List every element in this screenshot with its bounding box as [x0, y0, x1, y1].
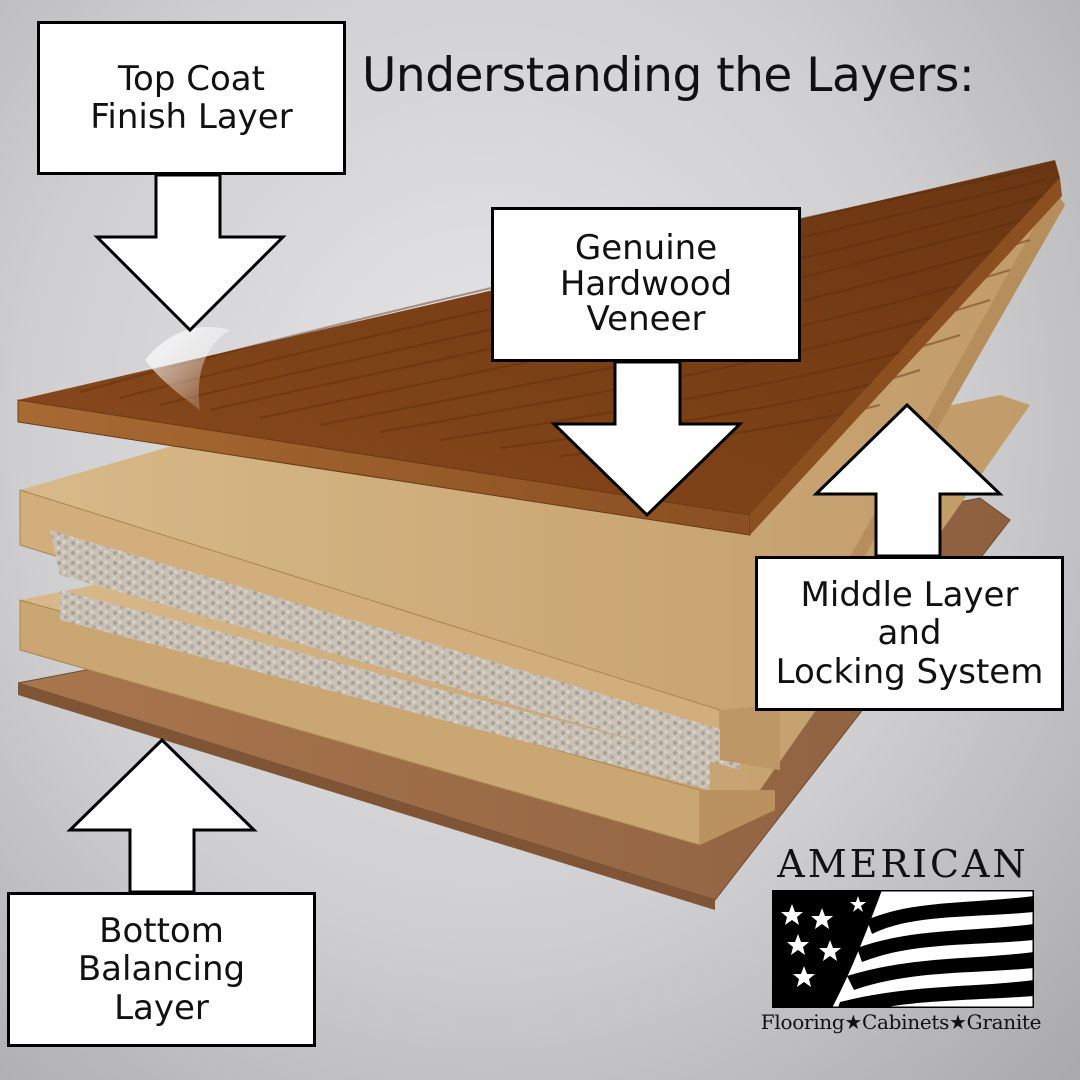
label-bottom-line1: Bottom: [99, 911, 224, 952]
flag-stars: [781, 896, 866, 987]
arrow-top-coat: [93, 173, 287, 333]
label-bottom-line2: Balancing: [77, 949, 246, 990]
label-top-coat: Top Coat Finish Layer: [37, 21, 346, 175]
label-bottom: Bottom Balancing Layer: [7, 892, 316, 1047]
logo-tagline: Flooring★Cabinets★Granite: [760, 1010, 1042, 1034]
label-veneer: Genuine Hardwood Veneer: [491, 207, 801, 362]
finish-shine: [145, 326, 230, 410]
label-middle-line3: Locking System: [775, 651, 1044, 692]
label-top-coat-line2: Finish Layer: [90, 97, 293, 137]
label-veneer-line2: Hardwood: [559, 263, 733, 304]
arrow-bottom: [66, 737, 258, 894]
label-veneer-line3: Veneer: [586, 299, 706, 340]
page-title: Understanding the Layers:: [362, 48, 975, 103]
company-logo: AMERICAN Flooring★Cabinets★Granite: [746, 842, 1056, 1042]
label-middle-line2: and: [877, 613, 942, 654]
label-middle: Middle Layer and Locking System: [755, 556, 1064, 711]
label-top-coat-line1: Top Coat: [118, 58, 265, 99]
label-veneer-line1: Genuine: [574, 227, 718, 268]
label-bottom-line3: Layer: [114, 987, 209, 1028]
flag-icon: [772, 890, 1034, 1008]
logo-name: AMERICAN: [777, 842, 1029, 886]
label-middle-line1: Middle Layer: [800, 575, 1019, 616]
arrow-veneer: [550, 360, 744, 518]
